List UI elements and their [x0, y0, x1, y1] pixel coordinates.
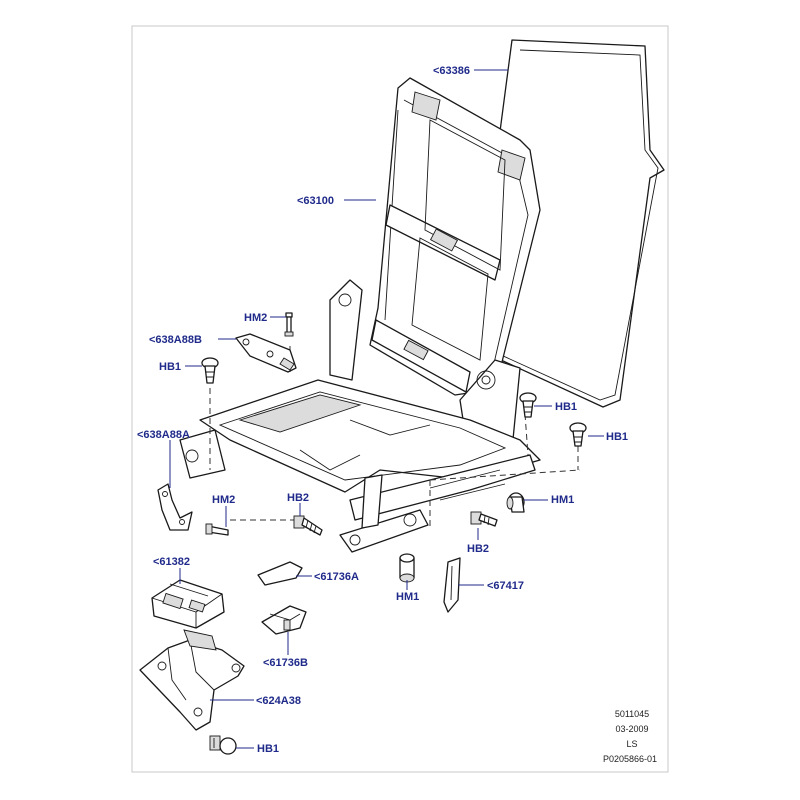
bushing-hm1-center[interactable]	[399, 553, 415, 583]
trim-strip-67417[interactable]	[443, 557, 461, 613]
label-67417[interactable]: <67417	[487, 580, 524, 592]
label-624A38[interactable]: <624A38	[256, 695, 301, 707]
screw-hm2-left[interactable]	[205, 523, 229, 536]
label-hb1-bottom[interactable]: HB1	[257, 743, 279, 755]
bolt-hb1-right-1[interactable]	[519, 392, 537, 418]
bracket-638A88B[interactable]	[235, 333, 297, 373]
label-hm1-center[interactable]: HM1	[396, 591, 419, 603]
bolt-hb1-topleft[interactable]	[201, 357, 219, 384]
footer-info: 5011045 03-2009 LS P0205866-01	[603, 709, 657, 764]
pad-61736A[interactable]	[257, 561, 303, 586]
seat-back-frame-63100[interactable]	[329, 77, 541, 471]
footer-line-3: LS	[626, 739, 637, 749]
label-hb2-right[interactable]: HB2	[467, 543, 489, 555]
label-61736A[interactable]: <61736A	[314, 571, 359, 583]
footer-line-2: 03-2009	[615, 724, 648, 734]
label-hb1-right-1[interactable]: HB1	[555, 401, 577, 413]
label-hb1-topleft[interactable]: HB1	[159, 361, 181, 373]
label-63386[interactable]: <63386	[433, 65, 470, 77]
label-hm2-left[interactable]: HM2	[212, 494, 235, 506]
label-hm1-right[interactable]: HM1	[551, 494, 574, 506]
label-63100[interactable]: <63100	[297, 195, 334, 207]
fitting-lines	[209, 345, 581, 528]
bolt-hb1-right-2[interactable]	[569, 422, 587, 447]
label-hm2-top[interactable]: HM2	[244, 312, 267, 324]
clip-61736B[interactable]	[261, 605, 307, 635]
bolt-hb1-bottom[interactable]	[209, 735, 237, 755]
bolt-hb2-left[interactable]	[293, 515, 323, 536]
bracket-638A88A[interactable]	[157, 483, 193, 531]
label-61736B[interactable]: <61736B	[263, 657, 308, 669]
label-638A88A[interactable]: <638A88A	[137, 429, 190, 441]
label-hb1-right-2[interactable]: HB1	[606, 431, 628, 443]
bushing-hm1-right[interactable]	[506, 492, 525, 513]
bolt-hb2-right[interactable]	[470, 511, 498, 527]
bracket-624A38[interactable]	[139, 629, 245, 731]
footer-line-4: P0205866-01	[603, 754, 657, 764]
label-61382[interactable]: <61382	[153, 556, 190, 568]
leader-lines	[169, 69, 604, 749]
callout-labels: <63386 <63100 <638A88B HM2 HB1 <638A88A …	[137, 65, 628, 755]
screw-hm2-top[interactable]	[284, 312, 294, 337]
seat-base-frame[interactable]	[179, 379, 541, 553]
diagram-frame	[131, 25, 669, 773]
footer-line-1: 5011045	[615, 709, 649, 719]
label-638A88B[interactable]: <638A88B	[149, 334, 202, 346]
label-hb2-left[interactable]: HB2	[287, 492, 309, 504]
module-61382[interactable]	[151, 579, 225, 629]
